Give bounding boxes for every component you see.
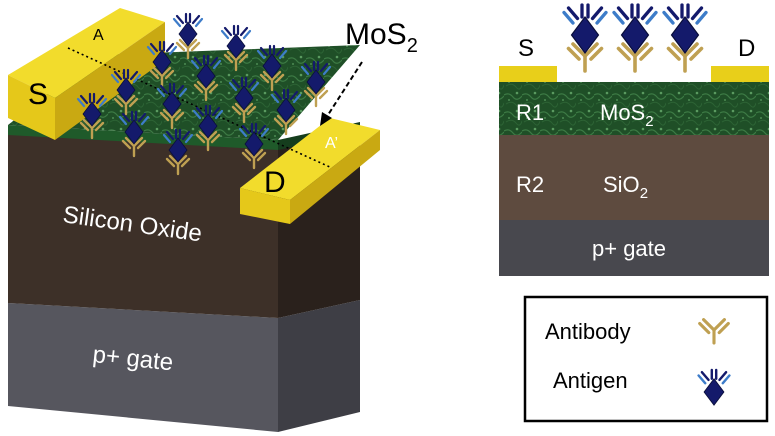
legend: Antibody Antigen — [523, 295, 769, 423]
device-3d: S D A A’ MoS2 Silicon Oxide p+ gate — [8, 8, 418, 432]
source-label-3d: S — [28, 78, 48, 111]
mos2-pointer-arrowhead — [320, 112, 332, 126]
mos2-label-3d: MoS2 — [345, 18, 418, 57]
cs-oxide-layer — [499, 135, 769, 220]
cs-mos2-layer — [499, 82, 769, 135]
mos2-pointer-arrow — [325, 61, 363, 119]
section-end-label: A’ — [325, 135, 338, 152]
cs-region1-label: R1 — [516, 100, 544, 125]
section-line — [67, 47, 333, 169]
cs-source-label: S — [518, 35, 534, 62]
cs-complex — [664, 5, 706, 71]
gate-side-face — [278, 300, 360, 432]
cs-complex — [564, 5, 606, 71]
source-electrode — [8, 8, 165, 140]
legend-antigen-label: Antigen — [553, 368, 628, 393]
cs-gate-layer — [499, 220, 769, 276]
cs-region2-material: SiO2 — [603, 172, 648, 202]
drain-electrode — [240, 118, 380, 224]
cs-region2-label: R2 — [516, 172, 544, 197]
legend-box — [523, 295, 769, 423]
cs-gate-label: p+ gate — [592, 236, 666, 261]
cross-section: S D R1 MoS2 R2 SiO2 p+ gate — [499, 5, 769, 276]
section-start-label: A — [93, 27, 104, 44]
drain-label-3d: D — [264, 166, 286, 199]
cs-drain-electrode — [711, 66, 769, 82]
cs-complex — [614, 5, 656, 71]
legend-antibody-label: Antibody — [545, 319, 631, 344]
cs-complexes — [564, 5, 706, 71]
cs-drain-label: D — [738, 35, 755, 62]
cs-source-electrode — [499, 66, 557, 82]
cs-region1-material: MoS2 — [600, 100, 654, 130]
gate-front-face — [8, 303, 278, 432]
oxide-front-face — [8, 133, 278, 318]
